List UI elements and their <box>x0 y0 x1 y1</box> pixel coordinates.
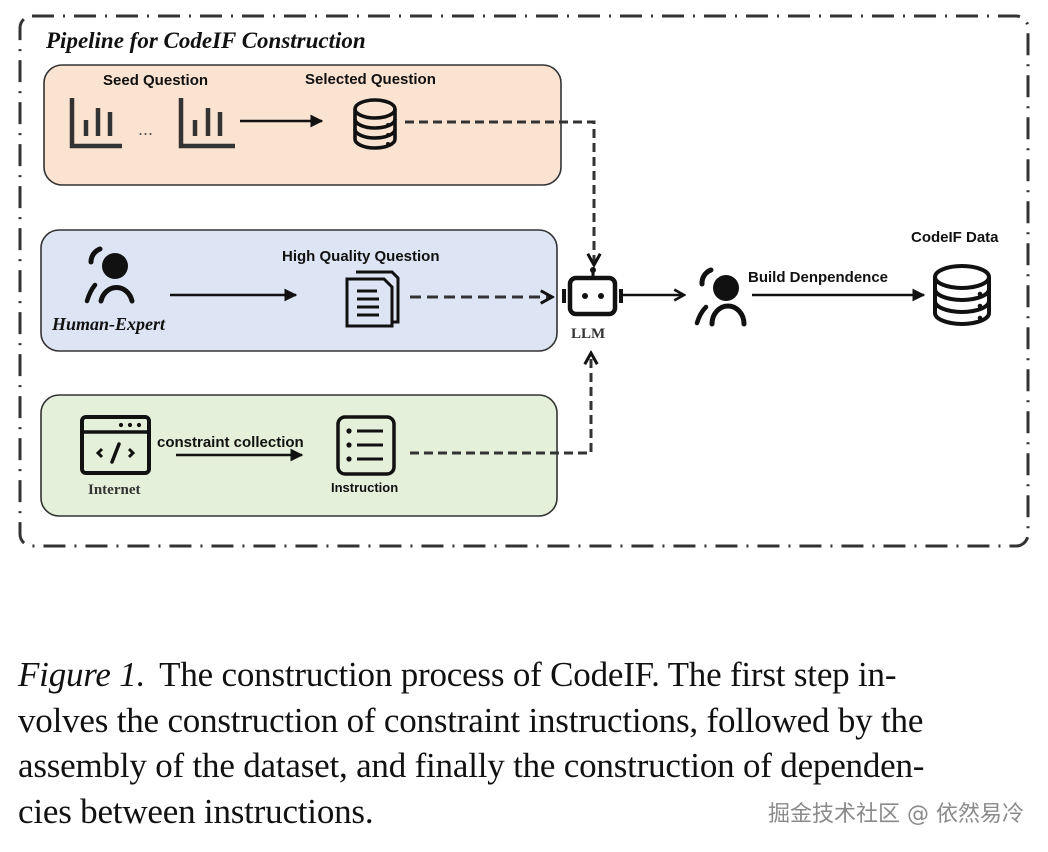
pipeline-outer-border <box>18 14 1030 548</box>
watermark: 掘金技术社区 @ 依然易冷 <box>768 802 1024 827</box>
llm-label: LLM <box>571 326 605 342</box>
human-expert-label: Human-Expert <box>51 314 166 334</box>
high-quality-question-label: High Quality Question <box>282 248 440 265</box>
bar-chart-icon <box>69 98 122 149</box>
instruction-to-llm-dashed-arrow <box>410 353 591 455</box>
ellipsis: ... <box>138 119 153 139</box>
seed-question-label: Seed Question <box>103 72 208 89</box>
pipeline-title: Pipeline for CodeIF Construction <box>45 28 366 53</box>
database-dots <box>386 123 390 146</box>
codeif-data-label: CodeIF Data <box>911 229 999 246</box>
caption-text: The construction process of CodeIF. The … <box>159 655 897 694</box>
robot-icon <box>562 267 623 317</box>
caption-line-3: assembly of the dataset, and finally the… <box>18 746 925 785</box>
figure-label: Figure 1. <box>18 655 146 694</box>
figure-caption: Figure 1. The construction process of Cod… <box>18 652 1018 834</box>
instruction-label: Instruction <box>331 480 398 495</box>
browser-code-icon <box>80 415 151 475</box>
database-dots <box>977 291 983 321</box>
person-icon <box>84 246 135 304</box>
selected-to-llm-dashed-arrow <box>405 120 594 265</box>
caption-line-4: cies between instructions. <box>18 791 374 831</box>
seed-panel <box>43 64 562 186</box>
build-dependence-label: Build Denpendence <box>748 269 888 286</box>
list-icon <box>336 415 396 476</box>
documents-icon <box>345 270 400 328</box>
internet-label: Internet <box>88 482 141 498</box>
database-icon <box>353 98 397 150</box>
selected-question-label: Selected Question <box>305 71 436 88</box>
caption-line-1: Figure 1. The construction process of Cod… <box>18 652 1018 698</box>
caption-line-2: volves the construction of constraint in… <box>18 700 924 740</box>
database-icon <box>933 264 991 326</box>
person-icon <box>694 267 747 327</box>
constraint-collection-label: constraint collection <box>157 434 304 451</box>
expert-panel <box>40 229 558 352</box>
bar-chart-icon <box>178 98 235 149</box>
